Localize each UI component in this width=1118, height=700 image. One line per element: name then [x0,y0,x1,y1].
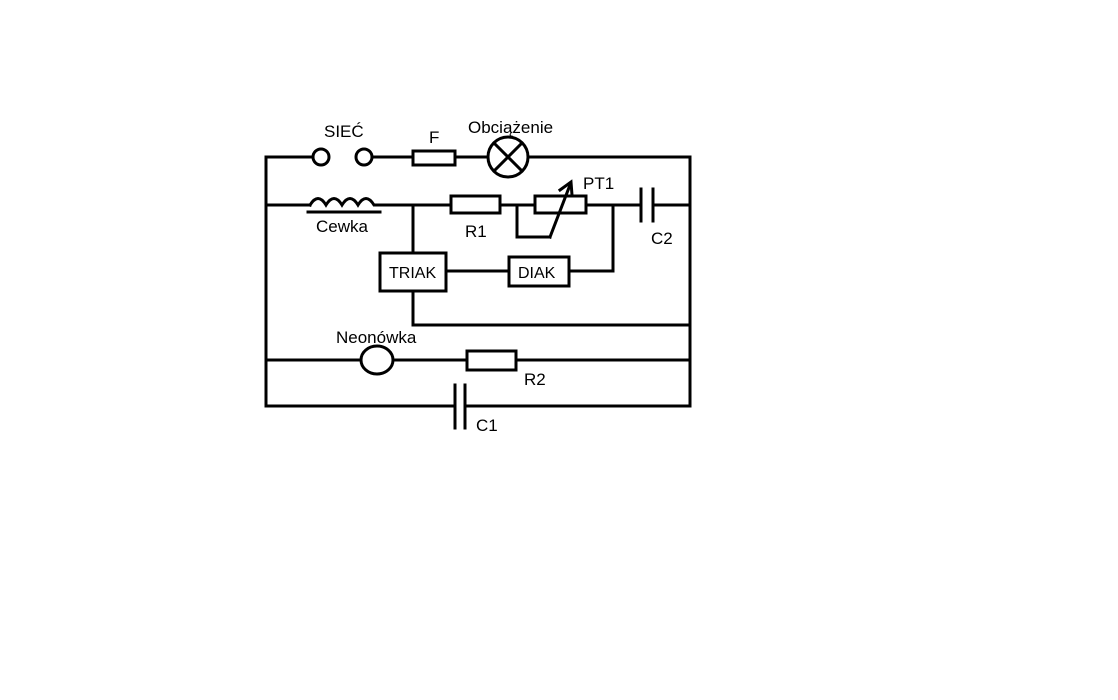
label-siec: SIEĆ [324,122,364,141]
label-coil: Cewka [316,217,369,236]
capacitor-c1 [453,383,467,430]
resistor-r1 [449,194,502,215]
fuse [411,149,457,167]
neon-lamp [359,344,395,376]
triak-box [378,251,448,293]
potentiometer-pt1 [533,179,588,239]
label-neon: Neonówka [336,328,417,347]
label-r2: R2 [524,370,546,389]
triak-bottom-wire [411,289,692,327]
coil [306,197,382,214]
resistor-r2 [465,349,518,372]
label-diak: DIAK [518,265,556,282]
diak-box [507,255,571,288]
mains-terminal-right [354,147,374,167]
label-fuse: F [429,128,439,147]
label-triak: TRIAK [389,265,436,282]
pt1-diak-wire [567,203,615,273]
mains-terminal-left [311,147,331,167]
load-lamp [486,135,530,179]
label-load: Obciążenie [468,118,553,137]
pt1-wiper-loop [515,203,552,239]
capacitor-c2 [639,187,655,223]
label-c1: C1 [476,416,498,435]
wires [264,155,692,408]
label-pt1: PT1 [583,174,614,193]
label-r1: R1 [465,222,487,241]
label-c2: C2 [651,229,673,248]
